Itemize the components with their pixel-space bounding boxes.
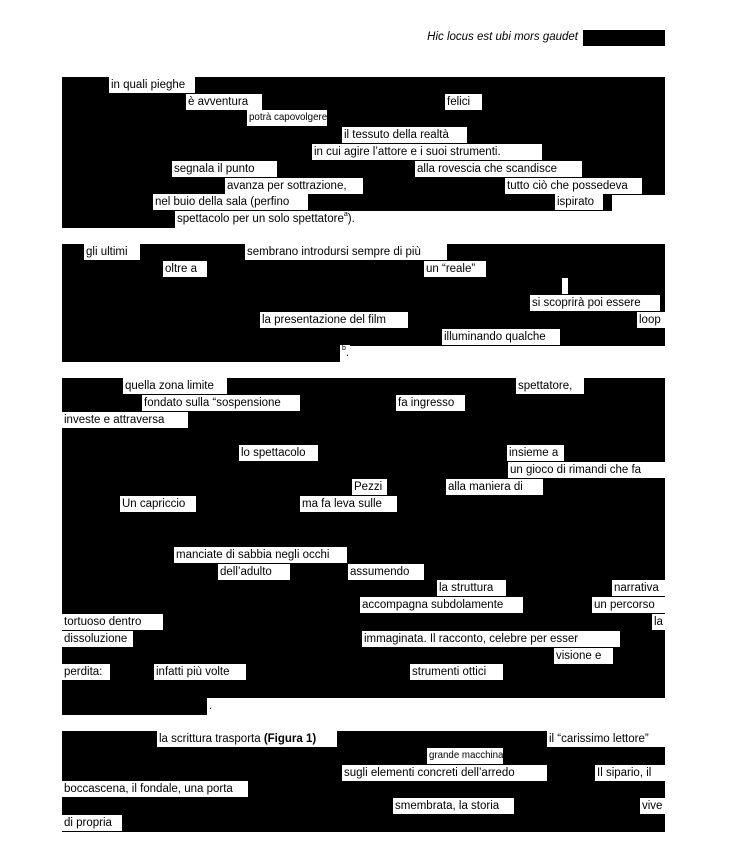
- visible-text-fragment: si scoprirà poi essere: [530, 295, 660, 311]
- visible-text-fragment: illuminando qualche: [442, 329, 560, 345]
- visible-text-fragment: ispirato: [555, 194, 603, 210]
- visible-text-fragment: b.: [340, 345, 350, 361]
- visible-text-fragment: segnala il punto: [172, 161, 277, 177]
- footnote-marker: a: [343, 211, 348, 218]
- redaction-bar: [62, 530, 665, 547]
- visible-text-fragment: un percorso: [592, 597, 665, 613]
- visible-text-fragment: [562, 278, 568, 294]
- redaction-bar: [62, 295, 665, 312]
- visible-text-fragment: .: [207, 698, 217, 714]
- redaction-bar: [62, 412, 665, 429]
- visible-text-fragment: la struttura: [437, 580, 506, 596]
- visible-text-fragment: la scrittura trasporta (Figura 1): [157, 731, 337, 747]
- visible-text-fragment: assumendo: [348, 564, 424, 580]
- visible-text-fragment: smembrata, la storia: [393, 798, 514, 814]
- visible-text-fragment: loop: [637, 312, 665, 328]
- visible-text-fragment: la presentazione del film: [260, 312, 408, 328]
- visible-text-fragment: visione e: [554, 648, 613, 664]
- redaction-bar: [62, 648, 665, 665]
- visible-text-fragment: investe e attraversa: [62, 412, 188, 428]
- visible-text-fragment: spettacolo per un solo spettatorea).: [175, 211, 388, 227]
- visible-text-fragment: oltre a: [163, 261, 207, 277]
- visible-text-fragment: Il sipario, il: [595, 765, 665, 781]
- visible-text-fragment: il “carissimo lettore”: [547, 731, 665, 747]
- running-header: Hic locus est ubi mors gaudet: [427, 31, 578, 43]
- visible-text-fragment: grande macchina: [427, 748, 503, 764]
- redaction-bar: [62, 261, 665, 278]
- visible-text-fragment: alla rovescia che scandisce: [415, 161, 582, 177]
- visible-text-fragment: infatti più volte: [154, 664, 246, 680]
- visible-text-fragment: immaginata. Il racconto, celebre per ess…: [362, 631, 620, 647]
- redaction-bar: [62, 345, 340, 362]
- visible-text-fragment: manciate di sabbia negli occhi: [174, 547, 347, 563]
- redaction-bar: [62, 211, 175, 228]
- redaction-bar: [62, 580, 665, 597]
- redaction-bar: [62, 664, 665, 681]
- visible-text-fragment: sugli elementi concreti dell’arredo: [342, 765, 547, 781]
- visible-text-fragment: potrà capovolgere: [247, 110, 327, 126]
- visible-text-fragment: un “reale”: [424, 261, 486, 277]
- redaction-bar: [62, 445, 665, 462]
- redaction-bar: [62, 798, 665, 815]
- visible-text-fragment: fa ingresso: [396, 395, 465, 411]
- redaction-bar: [62, 94, 665, 111]
- visible-text-fragment: è avventura: [186, 94, 262, 110]
- redaction-bar: [62, 428, 665, 445]
- visible-text-fragment: la: [652, 614, 665, 630]
- footnote-marker: b: [342, 345, 346, 352]
- visible-text-fragment: tortuoso dentro: [62, 614, 163, 630]
- redaction-bar: [62, 278, 665, 295]
- visible-text-fragment: vive: [640, 798, 665, 814]
- visible-text-fragment: ma fa leva sulle: [300, 496, 397, 512]
- visible-text-fragment: tutto ciò che possedeva: [505, 178, 642, 194]
- redaction-bar: [62, 77, 665, 94]
- visible-text-fragment: fondato sulla “sospensione: [142, 395, 300, 411]
- redaction-bar: [62, 815, 665, 832]
- visible-text-fragment: accompagna subdolamente: [360, 597, 523, 613]
- visible-text-fragment: narrativa: [612, 580, 665, 596]
- visible-text-fragment: dissoluzione: [62, 631, 133, 647]
- redaction-bar: [62, 329, 665, 346]
- visible-text-fragment: in cui agire l’attore e i suoi strumenti…: [312, 144, 542, 160]
- visible-text-fragment: Pezzi: [352, 479, 387, 495]
- visible-text-fragment: alla maniera di: [446, 479, 543, 495]
- visible-text-fragment: gli ultimi: [84, 244, 140, 260]
- redaction-bar: [62, 110, 665, 127]
- redaction-bar: [62, 681, 665, 698]
- redaction-bar: [62, 547, 665, 564]
- visible-text-fragment: boccascena, il fondale, una porta: [62, 781, 248, 797]
- visible-text-fragment: nel buio della sala (perfino: [153, 194, 308, 210]
- redaction-bar: [62, 748, 665, 765]
- visible-text-fragment: insieme a: [507, 445, 564, 461]
- visible-text-fragment: il tessuto della realtà: [342, 127, 467, 143]
- visible-text-fragment: di propria: [62, 815, 122, 831]
- redaction-block: [583, 30, 665, 46]
- visible-text-fragment: perdita:: [62, 664, 110, 680]
- redaction-bar: [62, 698, 207, 715]
- visible-text-fragment: sembrano introdursi sempre di più: [245, 244, 447, 260]
- redaction-bar: [62, 513, 665, 530]
- redaction-bar: [62, 194, 612, 211]
- visible-text-fragment: Un capriccio: [120, 496, 196, 512]
- visible-text-fragment: quella zona limite: [123, 378, 227, 394]
- visible-text-fragment: in quali pieghe: [109, 77, 195, 93]
- figure-reference: (Figura 1): [263, 733, 317, 745]
- visible-text-fragment: lo spettacolo: [239, 445, 318, 461]
- visible-text-fragment: avanza per sottrazione,: [225, 178, 363, 194]
- redaction-bar: [62, 614, 665, 631]
- visible-text-fragment: un gioco di rimandi che fa: [508, 462, 665, 478]
- visible-text-fragment: dell’adulto: [218, 564, 290, 580]
- visible-text-fragment: spettatore,: [516, 378, 584, 394]
- visible-text-fragment: felici: [445, 94, 482, 110]
- visible-text-fragment: strumenti ottici: [410, 664, 503, 680]
